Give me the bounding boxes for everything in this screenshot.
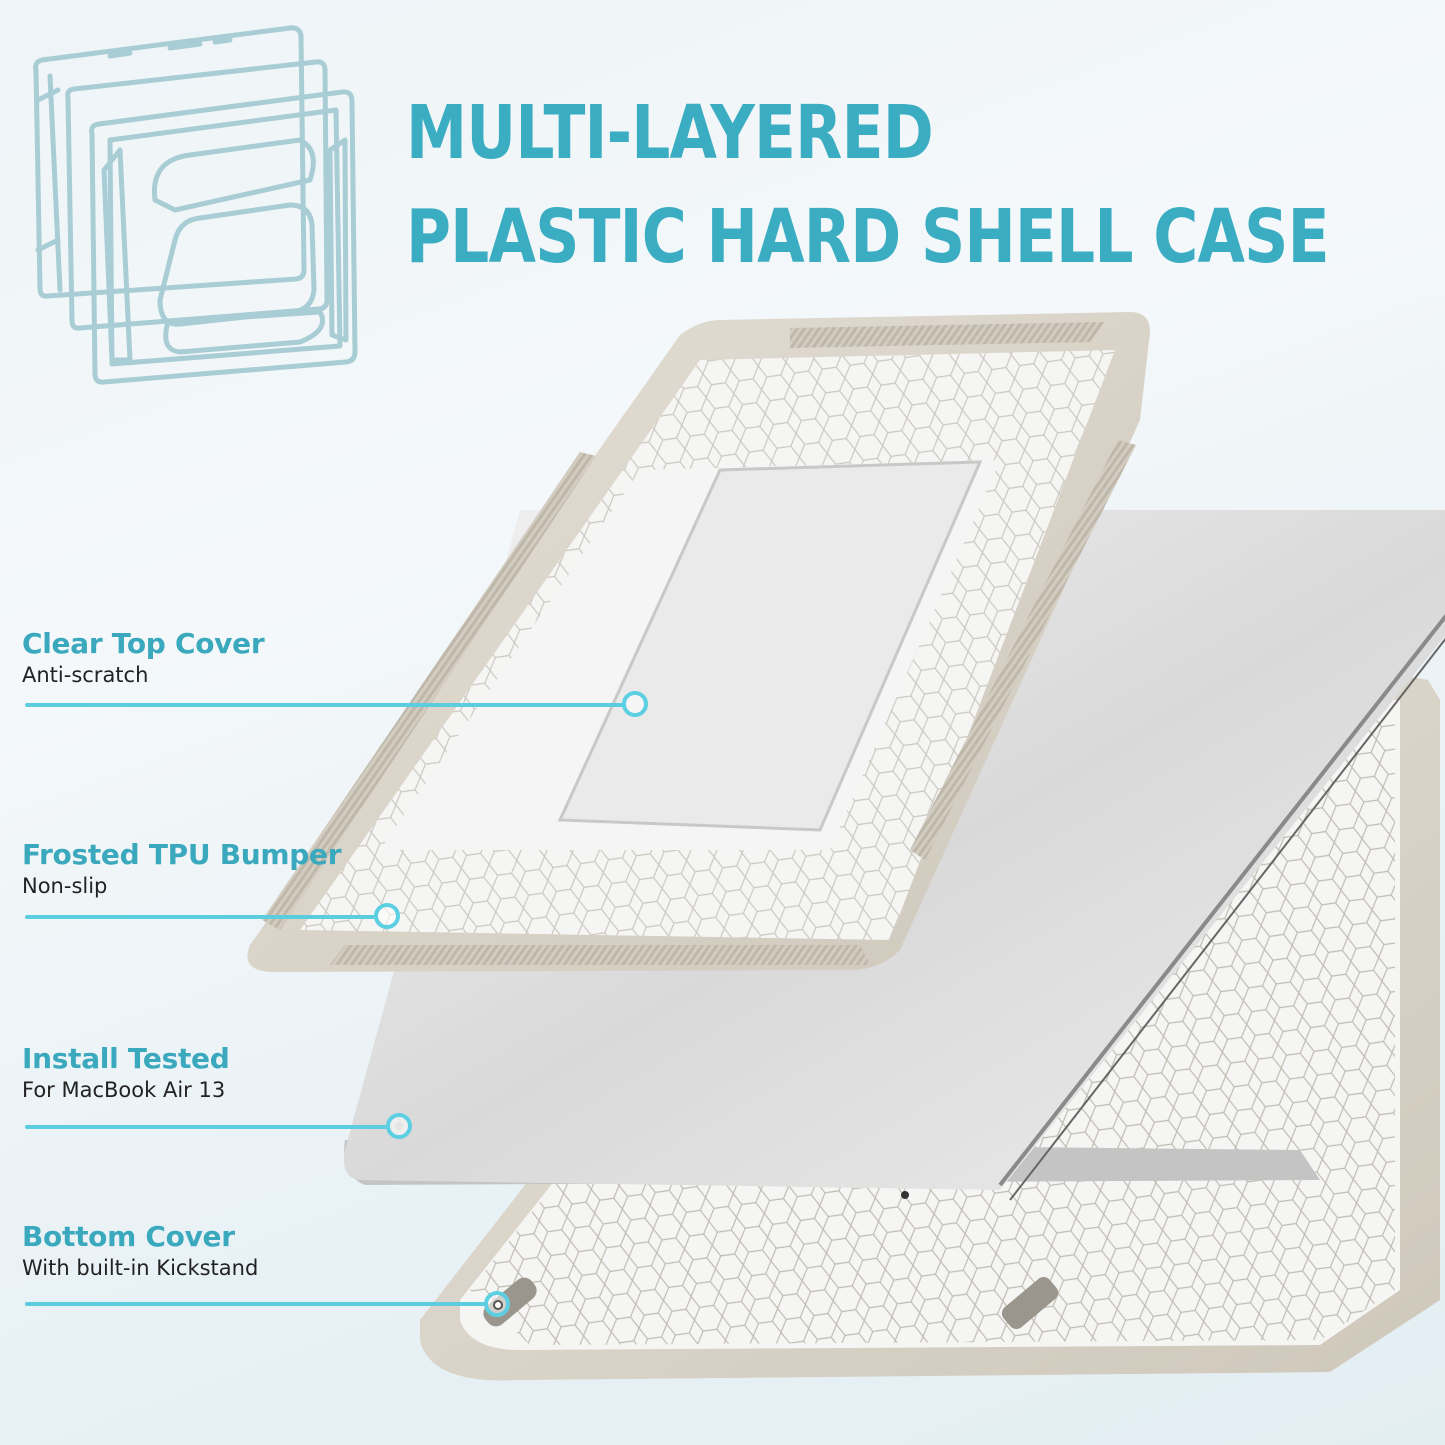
callout-bottom-cover: Bottom Cover With built-in Kickstand <box>22 1221 258 1281</box>
callout-frosted-tpu-bumper: Frosted TPU Bumper Non-slip <box>22 838 342 899</box>
callout-title: Bottom Cover <box>22 1220 235 1253</box>
callout-subtitle: Non-slip <box>22 874 108 898</box>
leader-line-bottom-cover <box>25 1302 485 1306</box>
callout-clear-top-cover: Clear Top Cover Anti-scratch <box>22 627 265 688</box>
callout-title: Install Tested <box>22 1042 230 1075</box>
callout-subtitle: Anti-scratch <box>22 663 149 687</box>
marker-clear-top-cover <box>622 691 648 717</box>
callout-title: Frosted TPU Bumper <box>22 838 342 871</box>
callout-subtitle: With built-in Kickstand <box>22 1256 259 1280</box>
leader-line-install-tested <box>25 1125 387 1129</box>
callout-subtitle: For MacBook Air 13 <box>22 1078 226 1102</box>
marker-frosted-tpu-bumper <box>374 903 400 929</box>
marker-install-tested <box>386 1113 412 1139</box>
leader-line-clear-top-cover <box>25 703 625 707</box>
headline-line-2: PLASTIC HARD SHELL CASE <box>406 194 1330 280</box>
marker-bottom-cover <box>484 1291 510 1317</box>
headline-line-1: MULTI-LAYERED <box>406 90 934 176</box>
leader-line-frosted-tpu-bumper <box>25 915 377 919</box>
callout-install-tested: Install Tested For MacBook Air 13 <box>22 1043 230 1103</box>
callout-title: Clear Top Cover <box>22 627 265 660</box>
